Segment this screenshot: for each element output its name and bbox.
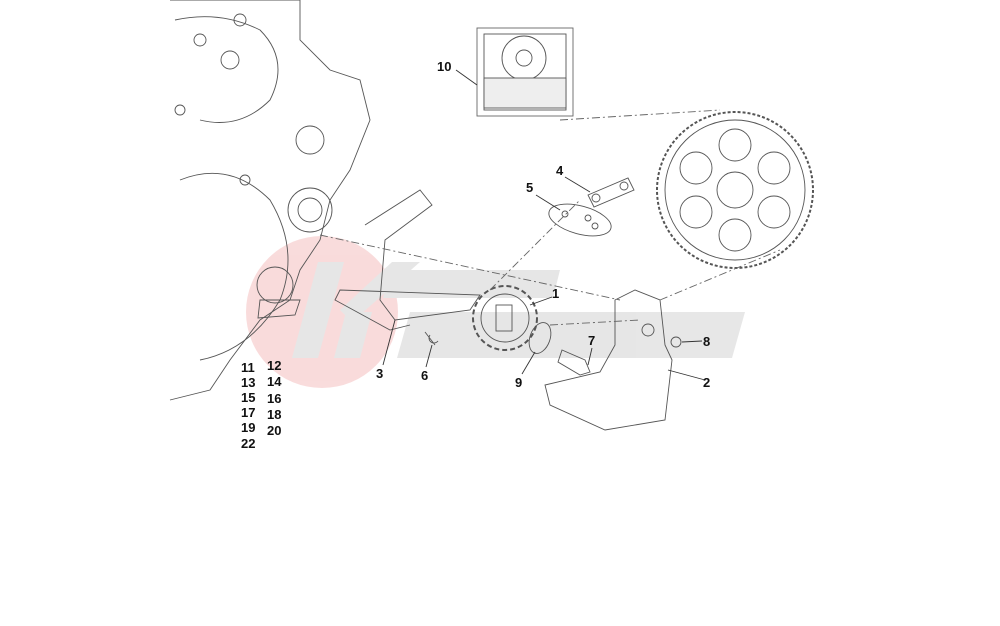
bolt [557, 349, 591, 376]
callout-16[interactable]: 16 [267, 391, 282, 406]
callout-10[interactable]: 10 [437, 59, 452, 74]
rear-sprocket-kit-inset [476, 27, 574, 117]
callout-7[interactable]: 7 [588, 333, 596, 348]
master-link [548, 203, 612, 237]
callout-4[interactable]: 4 [556, 163, 564, 178]
rear-sprocket [656, 111, 814, 269]
callout-17[interactable]: 17 [241, 405, 256, 420]
callout-14[interactable]: 14 [267, 374, 282, 389]
screw-6 [424, 331, 439, 346]
callout-11[interactable]: 11 [241, 360, 255, 375]
callout-15[interactable]: 15 [241, 390, 256, 405]
callout-20[interactable]: 20 [267, 423, 282, 438]
callout-13[interactable]: 13 [241, 375, 256, 390]
callout-22[interactable]: 22 [241, 436, 256, 451]
callout-19[interactable]: 19 [241, 420, 256, 435]
callout-8[interactable]: 8 [703, 334, 711, 349]
sprocket-cover [544, 289, 673, 431]
callout-5[interactable]: 5 [526, 180, 534, 195]
callout-12[interactable]: 12 [267, 358, 282, 373]
chain-guide [334, 189, 481, 331]
callout-18[interactable]: 18 [267, 407, 282, 422]
callout-1[interactable]: 1 [552, 286, 560, 301]
callout-3[interactable]: 3 [376, 366, 384, 381]
screw-8 [670, 336, 682, 348]
engine-drawing [169, 0, 371, 401]
callout-9[interactable]: 9 [515, 375, 523, 390]
callout-6[interactable]: 6 [421, 368, 429, 383]
callout-2[interactable]: 2 [703, 375, 711, 390]
front-sprocket [472, 285, 538, 351]
chain-link [587, 177, 635, 208]
watermark-logo [246, 236, 745, 388]
